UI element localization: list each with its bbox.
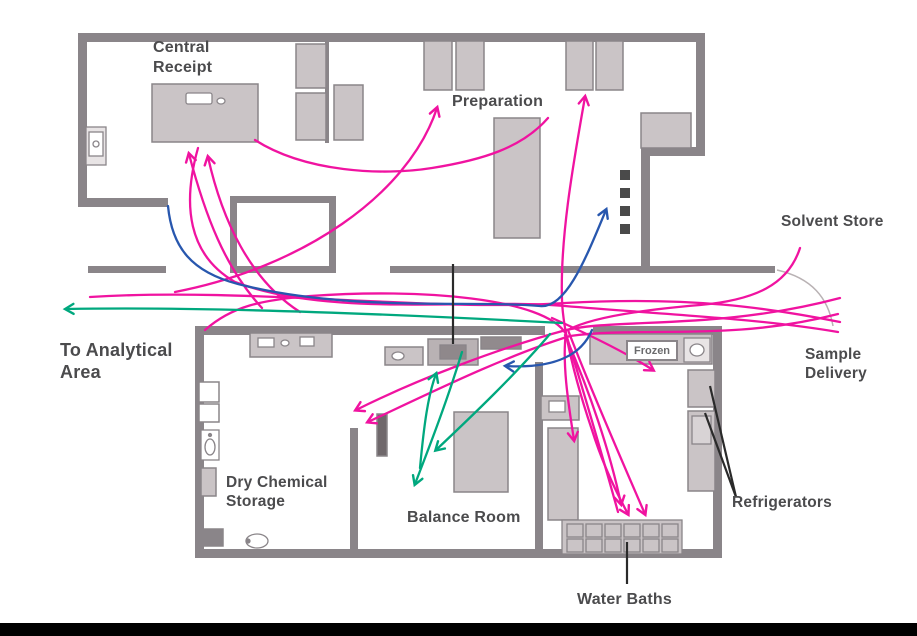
flow-green	[62, 302, 564, 325]
prep-table	[640, 112, 692, 149]
door-panel	[376, 413, 388, 457]
walls	[78, 33, 775, 558]
flow-pink	[88, 293, 842, 324]
storage-unit-dark	[203, 528, 224, 547]
storage-unit	[200, 467, 217, 497]
flow-green	[433, 332, 552, 453]
label-sample-delivery: Sample Delivery	[805, 346, 867, 382]
prep-table	[595, 40, 624, 91]
frozen-unit-label: Frozen	[626, 340, 678, 361]
side-counter	[547, 427, 579, 521]
prep-table	[423, 40, 453, 91]
bench-appliances	[257, 336, 467, 361]
flow-green	[411, 350, 464, 488]
annotation-pointers	[451, 264, 738, 584]
label-to-analytical-area: To Analytical Area	[60, 340, 173, 382]
pointer-refrigerator-1	[708, 385, 738, 498]
flow-pink	[550, 316, 656, 372]
sink-top-left	[85, 126, 107, 166]
storage-unit	[198, 381, 220, 403]
label-dry-chemical-storage: Dry Chemical Storage	[226, 474, 328, 510]
sink-top-right	[683, 337, 711, 363]
flow-pink	[566, 246, 802, 518]
flow-pink	[203, 292, 620, 514]
flow-pink	[563, 333, 626, 508]
prep-table	[333, 84, 364, 141]
prep-table	[295, 43, 327, 89]
bottom-bar	[0, 623, 917, 636]
flow-pink	[184, 150, 264, 310]
prep-table	[295, 92, 327, 141]
sink-bottom-left	[245, 533, 269, 549]
label-balance-room: Balance Room	[407, 509, 521, 526]
label-water-baths: Water Baths	[577, 591, 672, 608]
flow-pink	[364, 312, 840, 425]
fixtures	[85, 92, 712, 549]
prep-table	[455, 40, 485, 91]
flow-blue	[166, 204, 609, 308]
sink-left-mid	[200, 429, 220, 461]
prep-center-table	[493, 117, 541, 239]
flow-green	[418, 370, 440, 470]
label-preparation: Preparation	[452, 93, 544, 110]
flow-pink	[253, 116, 550, 173]
water-baths-grid	[561, 519, 683, 555]
bench	[480, 336, 522, 350]
pointer-refrigerator-2	[703, 412, 738, 498]
green-flow-lines	[62, 302, 564, 488]
flow-pink	[563, 330, 579, 444]
flow-pink	[352, 296, 842, 413]
label-solvent-store: Solvent Store	[781, 213, 884, 230]
label-central-receipt: Central Receipt	[153, 39, 213, 76]
wall-equipment-squares	[620, 170, 630, 234]
prep-table	[565, 40, 594, 91]
balance-screen-icon	[548, 400, 566, 413]
label-refrigerators: Refrigerators	[732, 494, 832, 511]
desk-computer-icon	[185, 92, 226, 105]
storage-unit	[198, 403, 220, 423]
